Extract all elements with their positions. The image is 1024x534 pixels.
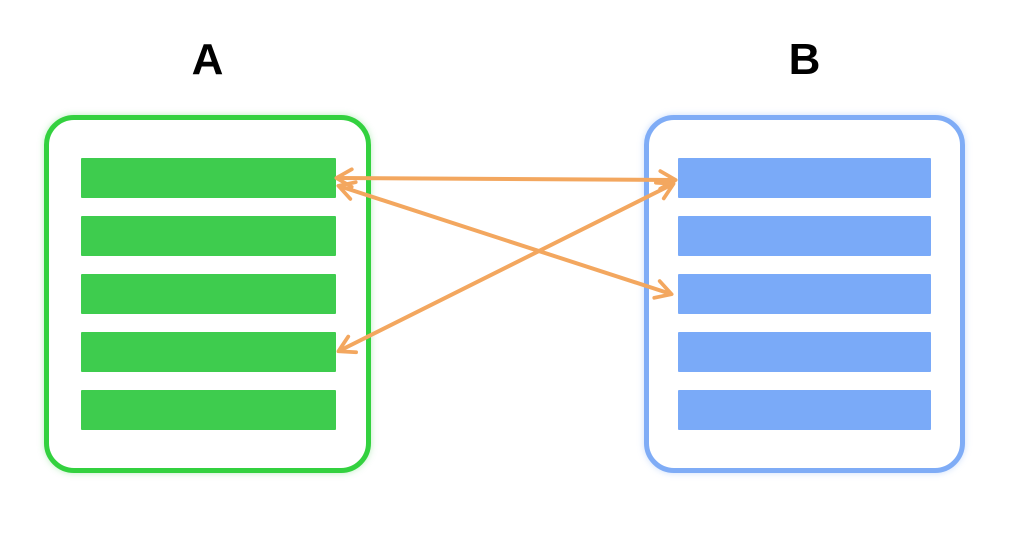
panel-a-bar-5 bbox=[81, 390, 336, 430]
panel-a-bar-3 bbox=[81, 274, 336, 314]
panel-b-container bbox=[644, 115, 965, 473]
panel-b-bar-3 bbox=[678, 274, 931, 314]
panel-b-bar-4 bbox=[678, 332, 931, 372]
panel-b-bar-1 bbox=[678, 158, 931, 198]
panel-a-bar-1 bbox=[81, 158, 336, 198]
panel-a-label: A bbox=[191, 35, 224, 84]
panel-a-container bbox=[44, 115, 371, 473]
arrow-a1-b1 bbox=[334, 167, 678, 191]
panel-b-bar-2 bbox=[678, 216, 931, 256]
panel-b-bar-5 bbox=[678, 390, 931, 430]
arrow-a1-b3 bbox=[336, 180, 674, 300]
panel-b-label: B bbox=[788, 35, 821, 84]
panel-a-bar-4 bbox=[81, 332, 336, 372]
panel-a-bar-2 bbox=[81, 216, 336, 256]
arrow-a4-b1 bbox=[336, 180, 676, 355]
